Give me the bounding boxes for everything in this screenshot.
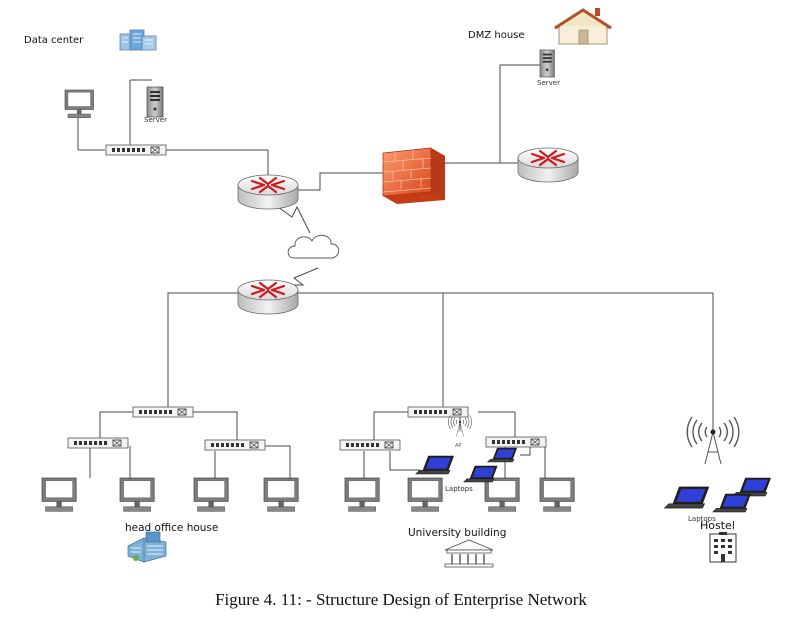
university-label: University building	[408, 527, 507, 539]
access-point-label: AP	[455, 443, 462, 449]
head-office-core-switch-icon	[132, 406, 194, 418]
university-core-switch-icon	[407, 406, 469, 418]
laptops-label-university: Laptops	[445, 485, 473, 493]
wan-cloud-icon	[287, 234, 340, 259]
data-center-label: Data center	[24, 35, 84, 46]
university-pc-3-icon	[484, 477, 520, 512]
university-laptop-2-icon	[463, 465, 498, 483]
data-center-building-icon	[119, 29, 157, 51]
university-switch-left-icon	[339, 439, 401, 451]
head-office-pc-4-icon	[263, 477, 299, 512]
dmz-server-icon	[539, 49, 555, 78]
university-laptop-1-icon	[415, 455, 455, 475]
university-switch-right-icon	[485, 436, 547, 448]
hostel-label: Hostel	[700, 519, 735, 532]
laptops-label-hostel: Laptops	[688, 515, 716, 523]
university-pc-4-icon	[539, 477, 575, 512]
university-pc-2-icon	[407, 477, 443, 512]
data-center-switch-icon	[105, 144, 167, 156]
data-center-server-icon	[146, 86, 164, 118]
figure-caption: Figure 4. 11: - Structure Design of Ente…	[215, 590, 587, 609]
head-office-pc-2-icon	[119, 477, 155, 512]
head-office-pc-1-icon	[41, 477, 77, 512]
hostel-building-icon	[709, 532, 737, 563]
core-router-icon	[236, 173, 300, 211]
dmz-house-icon	[553, 8, 613, 45]
hostel-laptop-3-icon	[712, 493, 752, 513]
head-office-label: head office house	[125, 522, 219, 534]
university-laptop-3-icon	[487, 447, 518, 463]
server-label-dmz: Server	[537, 79, 560, 87]
head-office-building-icon	[127, 531, 167, 563]
head-office-switch-right-icon	[204, 439, 266, 451]
data-center-pc-icon	[64, 89, 94, 119]
head-office-pc-3-icon	[193, 477, 229, 512]
dmz-house-label: DMZ house	[468, 30, 525, 41]
hostel-laptop-2-icon	[732, 477, 772, 497]
network-diagram	[41, 8, 772, 568]
server-label-left: Server	[144, 116, 167, 124]
firewall-icon	[382, 147, 445, 204]
head-office-switch-left-icon	[67, 437, 129, 449]
connection-lines	[77, 64, 714, 478]
dmz-router-icon	[516, 146, 580, 184]
hostel-laptop-1-icon	[664, 486, 710, 509]
university-pc-1-icon	[344, 477, 380, 512]
distribution-router-icon	[236, 278, 300, 316]
university-building-icon	[444, 539, 494, 568]
